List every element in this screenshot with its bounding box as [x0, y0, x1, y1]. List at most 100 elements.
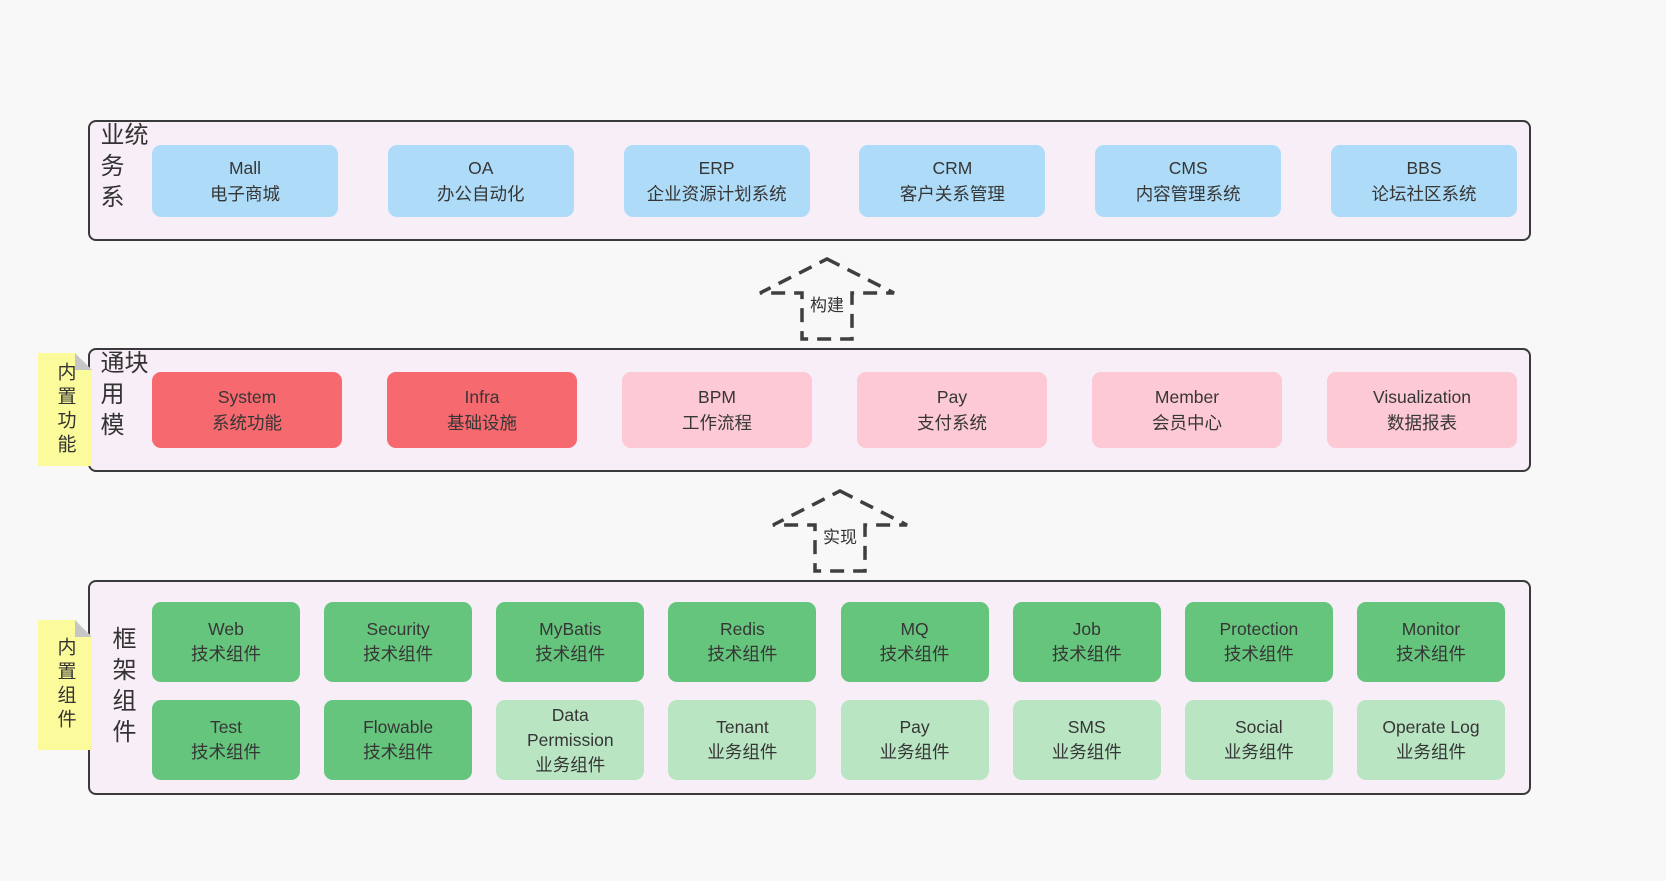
box-title-en: Web: [208, 619, 244, 639]
business-systems-boxes: Mall 电子商城 OA 办公自动化 ERP 企业资源计划系统 CRM 客户关系…: [152, 144, 1517, 217]
arrow-implement-label: 实现: [820, 523, 860, 548]
box-mybatis: MyBatis 技术组件: [496, 602, 645, 682]
box-operate-log: Operate Log 业务组件: [1356, 700, 1505, 780]
up-arrow-icon: [759, 257, 895, 341]
box-title-en: Member: [1154, 387, 1220, 407]
band-label-business-systems: 业务系统: [96, 122, 147, 239]
box-social: Social 业务组件: [1184, 700, 1333, 780]
band-common-modules: 内置功能 通用模块 System 系统功能 Infra 基础设施 BPM 工作流…: [88, 348, 1531, 472]
box-cms: CMS 内容管理系统: [1095, 144, 1282, 217]
box-mall: Mall 电子商城: [152, 144, 338, 217]
band-business-systems: 业务系统 Mall 电子商城 OA 办公自动化 ERP 企业资源计划系统 CRM…: [88, 120, 1531, 241]
box-title-en: Test: [209, 717, 243, 737]
box-title-en: System: [217, 387, 277, 407]
box-data-permission: Data Permission 业务组件: [496, 700, 645, 780]
box-subtitle-zh: 论坛社区系统: [1371, 183, 1477, 204]
box-title-en: Mall: [228, 157, 262, 178]
box-crm: CRM 客户关系管理: [859, 144, 1046, 217]
band-framework-components: 内置组件 框架组件 Web 技术组件 Security 技术组件 MyBatis…: [88, 580, 1531, 795]
band-label-text: 业务系统: [96, 122, 147, 215]
box-title-en: BBS: [1406, 157, 1442, 178]
box-title-en: OA: [468, 157, 494, 178]
box-title-en: SMS: [1067, 717, 1106, 737]
box-subtitle-zh: 工作流程: [682, 413, 752, 433]
band-label-text: 通用模块: [96, 350, 147, 443]
box-visualization: Visualization 数据报表: [1327, 372, 1517, 448]
box-title-en: Pay: [936, 387, 968, 407]
biz-components-row: Test 技术组件 Flowable 技术组件 Data Permission …: [152, 700, 1505, 780]
box-subtitle-zh: 技术组件: [363, 742, 434, 762]
sticky-note-built-in-components: 内置组件: [38, 620, 92, 750]
box-title-en: CMS: [1168, 157, 1208, 178]
box-member: Member 会员中心: [1092, 372, 1282, 448]
box-bbs: BBS 论坛社区系统: [1330, 144, 1517, 217]
box-subtitle-zh: 系统功能: [212, 413, 282, 433]
box-title-en: Data Permission: [527, 704, 614, 750]
box-bpm: BPM 工作流程: [622, 372, 812, 448]
box-web: Web 技术组件: [152, 602, 300, 682]
box-title-en: Operate Log: [1382, 717, 1480, 737]
box-subtitle-zh: 内容管理系统: [1135, 183, 1241, 204]
box-title-en: Security: [366, 619, 430, 639]
box-subtitle-zh: 技术组件: [707, 644, 778, 664]
box-job: Job 技术组件: [1012, 602, 1161, 682]
box-title-en: Infra: [464, 387, 500, 407]
box-pay-component: Pay 业务组件: [840, 700, 989, 780]
box-subtitle-zh: 技术组件: [535, 644, 606, 664]
box-subtitle-zh: 技术组件: [1223, 644, 1294, 664]
box-test: Test 技术组件: [152, 700, 300, 780]
box-title-en: CRM: [932, 157, 973, 178]
box-subtitle-zh: 办公自动化: [437, 183, 525, 204]
box-title-en: MyBatis: [539, 619, 602, 639]
box-subtitle-zh: 技术组件: [191, 742, 261, 762]
box-subtitle-zh: 技术组件: [363, 644, 434, 664]
common-modules-boxes: System 系统功能 Infra 基础设施 BPM 工作流程 Pay 支付系统…: [152, 372, 1517, 448]
band-label-framework-components: 框架组件: [98, 582, 144, 793]
box-subtitle-zh: 数据报表: [1387, 413, 1457, 433]
box-subtitle-zh: 企业资源计划系统: [646, 183, 787, 204]
band-label-common-modules: 通用模块: [96, 350, 147, 470]
box-subtitle-zh: 电子商城: [210, 183, 280, 204]
box-subtitle-zh: 客户关系管理: [899, 183, 1005, 204]
box-subtitle-zh: 技术组件: [879, 644, 950, 664]
box-title-en: Tenant: [716, 717, 769, 737]
up-arrow-icon: [772, 489, 908, 573]
box-title-en: Monitor: [1401, 619, 1461, 639]
box-title-en: Pay: [899, 717, 930, 737]
box-tenant: Tenant 业务组件: [668, 700, 817, 780]
box-subtitle-zh: 支付系统: [917, 413, 987, 433]
box-subtitle-zh: 技术组件: [191, 644, 261, 664]
framework-components-grid: Web 技术组件 Security 技术组件 MyBatis 技术组件 Redi…: [152, 602, 1505, 780]
box-subtitle-zh: 技术组件: [1395, 644, 1466, 664]
box-subtitle-zh: 会员中心: [1152, 413, 1222, 433]
box-subtitle-zh: 业务组件: [707, 742, 778, 762]
box-subtitle-zh: 业务组件: [1395, 742, 1466, 762]
box-pay: Pay 支付系统: [857, 372, 1047, 448]
box-system: System 系统功能: [152, 372, 342, 448]
arrow-implement: 实现: [770, 487, 910, 575]
box-subtitle-zh: 业务组件: [535, 754, 606, 775]
sticky-note-built-in-features: 内置功能: [38, 353, 92, 466]
box-title-en: Flowable: [363, 717, 434, 737]
box-security: Security 技术组件: [324, 602, 473, 682]
box-title-en: BPM: [698, 387, 736, 407]
box-erp: ERP 企业资源计划系统: [623, 144, 810, 217]
box-subtitle-zh: 业务组件: [1051, 742, 1122, 762]
box-protection: Protection 技术组件: [1184, 602, 1333, 682]
box-subtitle-zh: 基础设施: [447, 413, 517, 433]
sticky-label-text: 内置组件: [54, 637, 76, 733]
box-title-en: Social: [1235, 717, 1283, 737]
arrow-build-label: 构建: [807, 291, 847, 316]
box-title-en: Redis: [720, 619, 765, 639]
folded-corner-icon: [75, 353, 92, 370]
box-title-en: MQ: [900, 619, 929, 639]
sticky-label-text: 内置功能: [54, 361, 76, 458]
box-flowable: Flowable 技术组件: [324, 700, 473, 780]
box-title-en: Protection: [1219, 619, 1299, 639]
band-label-text: 框架组件: [108, 625, 135, 750]
tech-components-row: Web 技术组件 Security 技术组件 MyBatis 技术组件 Redi…: [152, 602, 1505, 682]
box-subtitle-zh: 业务组件: [879, 742, 950, 762]
box-monitor: Monitor 技术组件: [1356, 602, 1505, 682]
folded-corner-icon: [75, 620, 92, 637]
